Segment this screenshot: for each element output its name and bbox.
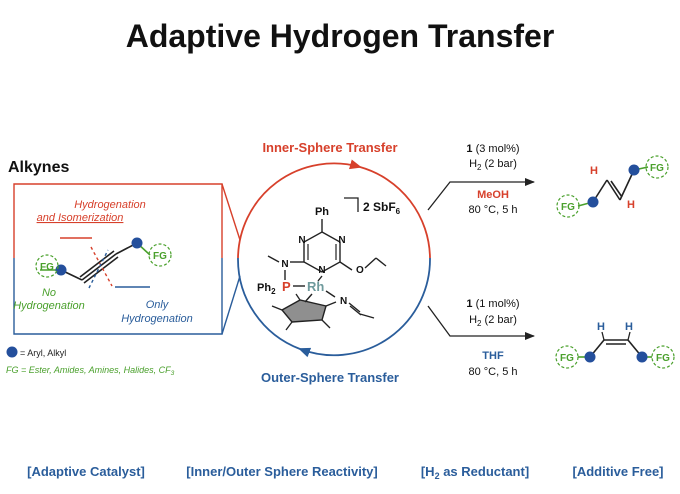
fg-circle xyxy=(651,345,675,369)
footer-additive-free: [Additive Free] xyxy=(572,464,663,479)
outer-sphere-label: Outer-Sphere Transfer xyxy=(261,370,399,385)
fg-circle xyxy=(35,254,59,278)
ph2-label: Ph2 xyxy=(257,282,276,296)
substituent-node xyxy=(636,351,648,363)
alkyne-molecule: FG FG xyxy=(35,237,172,289)
bottom-reaction-arrow xyxy=(427,305,535,340)
substituent-node xyxy=(131,237,143,249)
no-hydrogenation-label: Hydrogenation xyxy=(13,300,85,312)
n-atom: N xyxy=(298,235,305,246)
phenyl-label: Ph xyxy=(315,206,329,218)
bottom-solvent: THF xyxy=(482,350,504,362)
top-h2-pressure: H2 (2 bar) xyxy=(469,158,517,172)
counterion-label: 2 SbF6 xyxy=(363,200,401,216)
z-alkene-product: H H FG FG xyxy=(555,321,675,369)
fg-circle xyxy=(645,155,669,179)
fg-circle xyxy=(556,194,580,218)
legend-fg: FG = Ester, Amides, Amines, Halides, CF3 xyxy=(6,365,175,377)
substituent-node xyxy=(587,196,599,208)
alkynes-heading: Alkynes xyxy=(8,159,69,176)
hydrogenation-label: Hydrogenation xyxy=(74,199,146,211)
fg-label: FG xyxy=(650,163,664,174)
only-label: Only xyxy=(146,299,170,311)
legend-node xyxy=(6,346,18,358)
bottom-catalyst-loading: 1 (1 mol%) xyxy=(466,298,519,310)
fg-label: FG xyxy=(561,202,575,213)
panel-border-red xyxy=(13,183,223,258)
footer-h2-reductant: [H2 as Reductant] xyxy=(421,464,529,481)
n-atom: N xyxy=(338,235,345,246)
h-atom: H xyxy=(627,199,635,211)
n-atom: N xyxy=(281,259,288,270)
footer-sphere-reactivity: [Inner/Outer Sphere Reactivity] xyxy=(186,464,377,479)
substituent-node xyxy=(584,351,596,363)
outer-sphere-arc-left xyxy=(237,257,301,350)
top-solvent: MeOH xyxy=(477,189,509,201)
inner-sphere-arc-right xyxy=(359,166,431,259)
fg-label: FG xyxy=(153,251,167,262)
top-reaction-arrow xyxy=(427,178,535,211)
inner-sphere-arc xyxy=(237,159,362,259)
h-atom: H xyxy=(590,165,598,177)
inner-sphere-label: Inner-Sphere Transfer xyxy=(262,140,397,155)
fg-label: FG xyxy=(560,353,574,364)
h-atom: H xyxy=(625,321,633,333)
o-atom: O xyxy=(356,265,364,276)
phosphorus-atom: P xyxy=(282,279,291,294)
top-temp-time: 80 °C, 5 h xyxy=(468,204,517,216)
substituent-node xyxy=(55,264,67,276)
rhodium-atom: Rh xyxy=(307,279,324,294)
alkyne-panel xyxy=(13,183,223,335)
fg-label: FG xyxy=(656,353,670,364)
panel-border-blue xyxy=(13,258,223,335)
catalyst-structure: Ph 2 SbF6 N N N O N Ph2 P Rh N xyxy=(257,197,401,331)
fg-circle xyxy=(148,243,172,267)
outer-sphere-arc xyxy=(298,257,431,358)
top-catalyst-loading: 1 (3 mol%) xyxy=(466,143,519,155)
footer-adaptive-catalyst: [Adaptive Catalyst] xyxy=(27,464,145,479)
bottom-h2-pressure: H2 (2 bar) xyxy=(469,314,517,328)
h-atom: H xyxy=(597,321,605,333)
isomerization-label: and Isomerization xyxy=(37,212,124,224)
n-atom: N xyxy=(340,296,347,307)
legend-aryl: = Aryl, Alkyl xyxy=(20,348,66,358)
page-title: Adaptive Hydrogen Transfer xyxy=(126,18,555,54)
e-alkene-product: H H FG FG xyxy=(556,155,669,218)
substituent-node xyxy=(628,164,640,176)
only-hydrogenation-label: Hydrogenation xyxy=(121,313,193,325)
no-label: No xyxy=(42,287,56,299)
fg-circle xyxy=(555,345,579,369)
n-atom: N xyxy=(318,265,325,276)
bottom-temp-time: 80 °C, 5 h xyxy=(468,366,517,378)
fg-label: FG xyxy=(40,262,54,273)
